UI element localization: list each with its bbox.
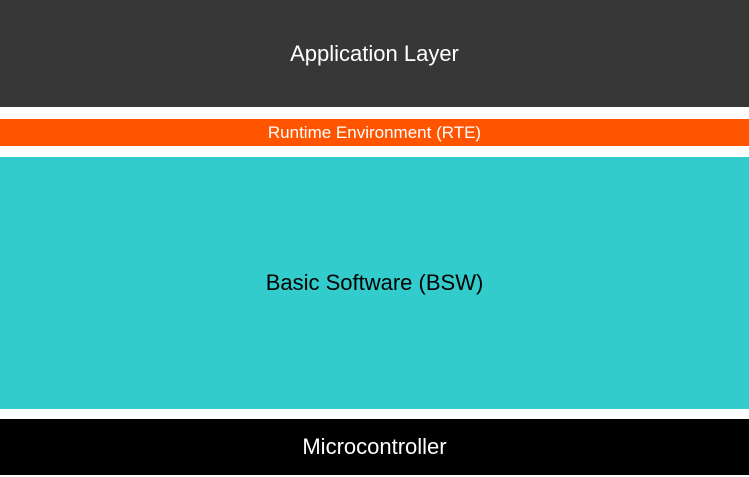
bsw-layer-label: Basic Software (BSW) [265, 270, 484, 295]
rte-layer-block: Runtime Environment (RTE) [0, 119, 749, 146]
application-layer-label: Application Layer [290, 40, 459, 66]
bsw-layer-block: Basic Software (BSW) [0, 157, 749, 409]
rte-layer-label: Runtime Environment (RTE) [267, 122, 482, 142]
application-layer-block: Application Layer [0, 0, 749, 107]
microcontroller-layer-block: Microcontroller [0, 419, 749, 475]
microcontroller-layer-label: Microcontroller [302, 434, 447, 459]
